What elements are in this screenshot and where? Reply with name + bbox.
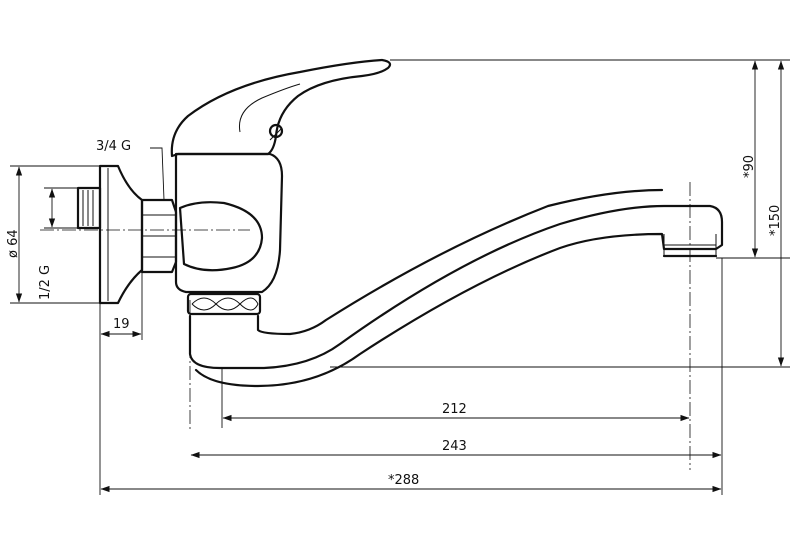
label-dim-90: *90 <box>742 155 757 178</box>
label-dim-212: 212 <box>442 402 467 417</box>
label-thread-3-4: 3/4 G <box>96 139 131 154</box>
label-dim-288: *288 <box>388 473 419 488</box>
label-dim-243: 243 <box>442 439 467 454</box>
extension-lines <box>10 59 790 495</box>
label-thread-1-2: 1/2 G <box>38 265 53 300</box>
mixer-body <box>174 152 284 294</box>
label-dim-150: *150 <box>768 205 783 236</box>
wall-nipple <box>76 186 102 230</box>
label-dim-19: 19 <box>113 317 130 332</box>
label-diameter-64: ø 64 <box>6 229 21 258</box>
swivel-ring <box>186 292 262 316</box>
lever-handle <box>170 58 392 158</box>
dimension-lines <box>15 60 785 493</box>
center-lines <box>40 182 691 470</box>
union-nut <box>140 198 178 274</box>
spout <box>188 188 724 388</box>
wall-rosette <box>98 164 144 305</box>
